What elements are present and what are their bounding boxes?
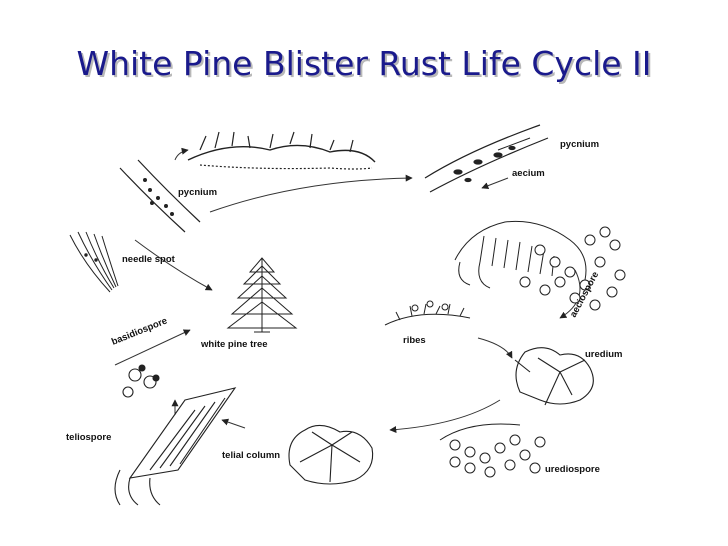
needle-spot-illustration bbox=[69, 231, 119, 293]
slide-title: White Pine Blister Rust Life Cycle II bbox=[76, 44, 652, 83]
teliospore-log-illustration bbox=[114, 364, 237, 506]
aecium-branch-illustration bbox=[424, 124, 549, 193]
arrow-ribes-to-uredium bbox=[477, 337, 513, 359]
arrow-basidiospore bbox=[114, 329, 191, 366]
white-pine-tree-illustration bbox=[226, 257, 298, 333]
label-basidiospore: basidiospore bbox=[110, 315, 169, 347]
urediospore-cluster-illustration bbox=[439, 423, 546, 478]
title-shadow: White Pine Blister Rust Life Cycle II bbox=[78, 46, 654, 85]
uredium-leaf-illustration bbox=[514, 347, 594, 406]
arrow-telial-column bbox=[221, 418, 246, 429]
aeciospore-cluster-illustration bbox=[454, 220, 626, 311]
arrow-aecium bbox=[481, 177, 509, 190]
label-needle-spot: needle spot bbox=[122, 254, 176, 265]
label-white-pine-tree: white pine tree bbox=[200, 339, 268, 350]
arrow-needle-to-tree bbox=[134, 239, 213, 291]
label-pycnium-top: pycnium bbox=[560, 139, 599, 150]
arrow-uredium-to-telia bbox=[389, 399, 501, 434]
label-uredium: uredium bbox=[585, 349, 622, 360]
label-urediospore: urediospore bbox=[545, 464, 600, 475]
telial-leaf-illustration bbox=[288, 424, 374, 485]
label-ribes: ribes bbox=[403, 335, 426, 346]
label-teliospore: teliospore bbox=[66, 432, 111, 443]
arrow-top-entry bbox=[174, 147, 189, 161]
label-telial-column: telial column bbox=[222, 450, 280, 461]
label-aecium: aecium bbox=[512, 168, 545, 179]
label-pycnium-left: pycnium bbox=[178, 187, 217, 198]
cycle-arrows bbox=[114, 147, 581, 434]
pycnium-branch-illustration bbox=[119, 131, 376, 233]
ribes-illustration bbox=[384, 300, 471, 326]
arrow-pycnium-to-aecium bbox=[209, 174, 413, 213]
